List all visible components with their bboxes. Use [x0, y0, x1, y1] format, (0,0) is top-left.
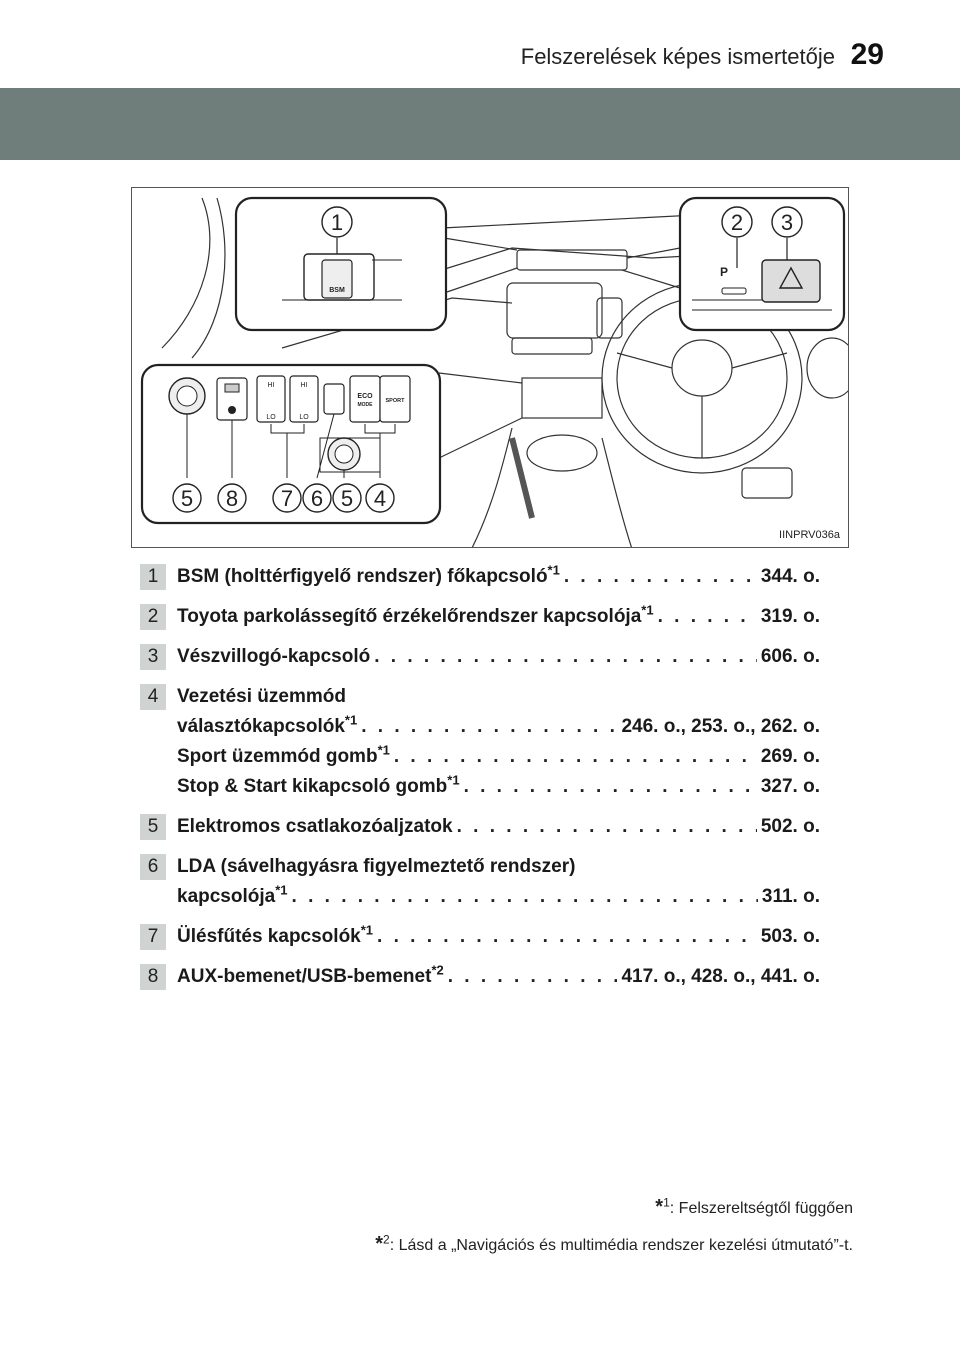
inset-bsm-switch: 1 BSM — [234, 196, 448, 332]
list-item: 5 Elektromos csatlakozóaljzatok. . . . .… — [140, 812, 820, 842]
cup-holder — [526, 434, 598, 472]
side-vent — [596, 297, 623, 339]
callout-1: 1 — [331, 210, 343, 235]
item-number: 5 — [140, 814, 166, 840]
gear-lever — [509, 437, 535, 519]
seat-heater-left — [256, 375, 286, 423]
callout-8: 8 — [226, 486, 238, 511]
bsm-button — [321, 259, 353, 299]
inset-parking-hazard: 2 3 P — [678, 196, 846, 332]
sport-button — [379, 375, 411, 423]
page-reference: 417. o., 428. o., 441. o. — [621, 966, 820, 987]
page-reference: 327. o. — [760, 776, 820, 797]
item-number: 6 — [140, 854, 166, 880]
list-item: 2 Toyota parkolássegítő érzékelőrendszer… — [140, 602, 820, 632]
svg-text:ECO: ECO — [357, 393, 373, 400]
parking-label: P — [720, 265, 728, 279]
item-number: 3 — [140, 644, 166, 670]
list-item: 7 Ülésfűtés kapcsolók*1. . . . . . . . .… — [140, 922, 820, 952]
footnote-1: *1: Felszereltségtől függően — [655, 1195, 853, 1218]
header-band — [0, 88, 960, 160]
svg-text:HI: HI — [268, 382, 275, 389]
svg-text:LO: LO — [266, 414, 276, 421]
callout-3: 3 — [781, 210, 793, 235]
page-reference: 502. o. — [760, 816, 820, 837]
center-display — [506, 282, 603, 339]
callout-5a: 5 — [181, 486, 193, 511]
item-number: 7 — [140, 924, 166, 950]
inset-switch-panel: HI LO HI LO ECO MODE SPORT — [140, 363, 442, 525]
center-vent — [516, 249, 628, 271]
callout-5b: 5 — [341, 486, 353, 511]
list-item: 8 AUX-bemenet/USB-bemenet*2. . . . . . .… — [140, 962, 820, 992]
hazard-icon — [778, 266, 804, 289]
pillar-line — [191, 197, 226, 359]
list-item: 4 Vezetési üzemmód választókapcsolók*1. … — [140, 682, 820, 802]
page-reference: 269. o. — [760, 746, 820, 767]
pedal — [741, 467, 793, 499]
page-number: 29 — [850, 38, 884, 71]
seat-heater-right — [289, 375, 319, 423]
list-item: 6 LDA (sávelhagyásra figyelmeztető rends… — [140, 852, 820, 912]
dashboard-line-drawing: 1 BSM 2 3 P — [140, 196, 848, 547]
item-number: 8 — [140, 964, 166, 990]
svg-text:SPORT: SPORT — [386, 398, 406, 404]
steering-hub — [671, 339, 733, 397]
svg-text:LO: LO — [299, 414, 309, 421]
callout-4: 4 — [374, 486, 386, 511]
bsm-label: BSM — [329, 287, 345, 294]
dashboard-illustration: 1 BSM 2 3 P — [131, 187, 849, 548]
figure-code: IINPRV036a — [779, 529, 840, 541]
page-reference: 606. o. — [760, 646, 820, 667]
item-list: 1 BSM (holttérfigyelő rendszer) főkapcso… — [140, 562, 820, 1002]
page-reference: 311. o. — [761, 886, 820, 907]
list-item: 3 Vészvillogó-kapcsoló. . . . . . . . . … — [140, 642, 820, 672]
page-reference: 319. o. — [760, 606, 820, 627]
pillar-line — [161, 197, 211, 349]
footnote-2: *2: Lásd a „Navigációs és multimédia ren… — [375, 1232, 853, 1255]
list-item: 1 BSM (holttérfigyelő rendszer) főkapcso… — [140, 562, 820, 592]
lower-switch-panel — [521, 377, 603, 419]
page-reference: 246. o., 253. o., 262. o. — [621, 716, 820, 737]
page-reference: 503. o. — [760, 926, 820, 947]
callout-2: 2 — [731, 210, 743, 235]
page-reference: 344. o. — [760, 566, 820, 587]
header-title: Felszerelések képes ismertetője — [520, 44, 835, 69]
item-number: 2 — [140, 604, 166, 630]
svg-text:MODE: MODE — [358, 402, 374, 408]
item-number: 1 — [140, 564, 166, 590]
parking-button — [721, 287, 747, 295]
hazard-button — [761, 259, 821, 303]
callout-6: 6 — [311, 486, 323, 511]
callout-7: 7 — [281, 486, 293, 511]
svg-text:HI: HI — [301, 382, 308, 389]
control-panel — [511, 337, 593, 355]
lda-button — [323, 383, 345, 415]
item-number: 4 — [140, 684, 166, 710]
